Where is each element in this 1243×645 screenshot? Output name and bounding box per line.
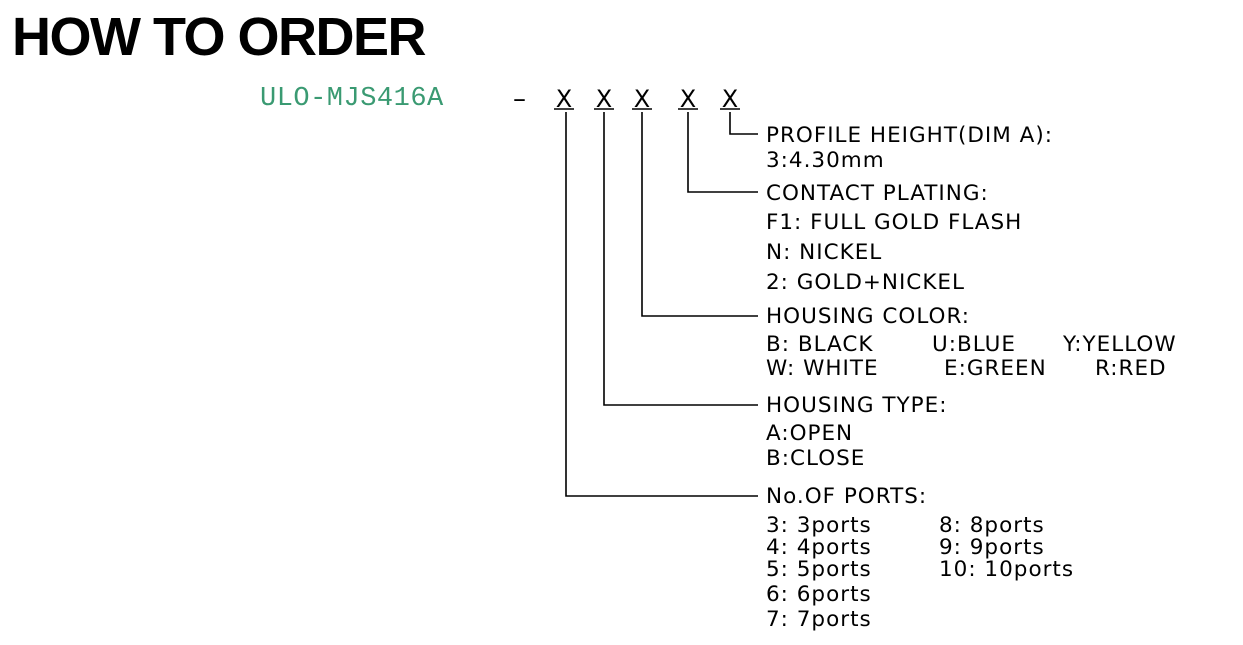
part-separator: – bbox=[513, 84, 526, 114]
ports-option: 5: 5ports bbox=[766, 557, 872, 582]
placeholder-housing-type: X bbox=[595, 85, 613, 113]
housing-type-option: B:CLOSE bbox=[766, 446, 866, 471]
leader-profile-height bbox=[729, 112, 758, 135]
contact-plating-title: CONTACT PLATING: bbox=[766, 181, 989, 206]
ports-option: 4: 4ports bbox=[766, 535, 872, 560]
ports-option: 7: 7ports bbox=[766, 607, 872, 632]
leader-contact-plating bbox=[687, 112, 758, 193]
housing-type-title: HOUSING TYPE: bbox=[766, 393, 948, 418]
ports-option: 10: 10ports bbox=[939, 557, 1075, 582]
contact-plating-option: 2: GOLD+NICKEL bbox=[766, 270, 965, 295]
housing-color-option: R:RED bbox=[1095, 356, 1167, 381]
ports-option: 8: 8ports bbox=[939, 513, 1045, 538]
ports-option: 6: 6ports bbox=[766, 582, 872, 607]
page-title: HOW TO ORDER bbox=[12, 7, 427, 67]
leader-housing-type bbox=[603, 112, 758, 406]
placeholder-ports: X bbox=[555, 85, 573, 113]
housing-color-option: U:BLUE bbox=[932, 332, 1016, 357]
housing-type-option: A:OPEN bbox=[766, 421, 854, 446]
contact-plating-option: N: NICKEL bbox=[766, 240, 883, 265]
profile-height-option: 3:4.30mm bbox=[766, 148, 885, 173]
housing-color-option: W: WHITE bbox=[766, 356, 879, 381]
leader-housing-color bbox=[641, 112, 758, 317]
leader-ports bbox=[565, 112, 758, 497]
placeholder-profile-height: X bbox=[721, 85, 739, 113]
profile-height-title: PROFILE HEIGHT(DIM A): bbox=[766, 123, 1053, 148]
contact-plating-option: F1: FULL GOLD FLASH bbox=[766, 210, 1023, 235]
placeholder-contact-plating: X bbox=[679, 85, 697, 113]
ports-option: 9: 9ports bbox=[939, 535, 1045, 560]
housing-color-option: E:GREEN bbox=[944, 356, 1047, 381]
ports-option: 3: 3ports bbox=[766, 513, 872, 538]
ports-title: No.OF PORTS: bbox=[766, 484, 928, 509]
placeholder-housing-color: X bbox=[633, 85, 651, 113]
housing-color-title: HOUSING COLOR: bbox=[766, 304, 970, 329]
housing-color-option: B: BLACK bbox=[766, 332, 874, 357]
housing-color-option: Y:YELLOW bbox=[1063, 332, 1177, 357]
part-number: ULO-MJS416A bbox=[260, 84, 444, 114]
